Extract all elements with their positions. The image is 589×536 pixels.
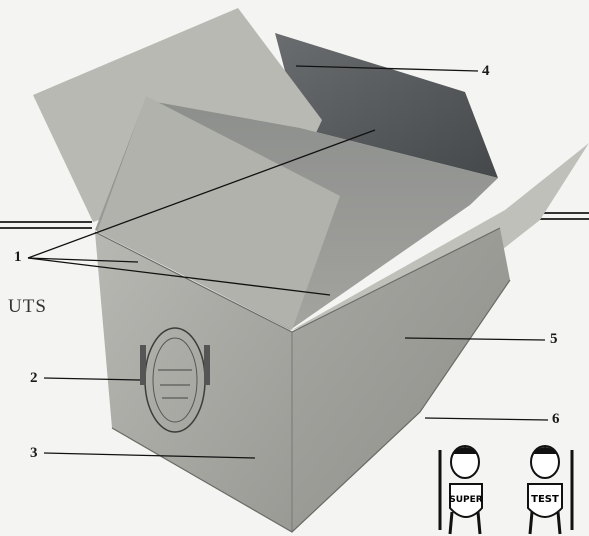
callout-3: 3 [30, 446, 38, 461]
left-double-rule [0, 222, 92, 228]
callout-2: 2 [30, 371, 38, 386]
test-knight-logo: TEST [510, 440, 580, 536]
callout-1: 1 [14, 250, 22, 265]
super-logo-word: SUPER [449, 495, 483, 505]
side-text-uts: UTS [8, 296, 47, 318]
test-logo-word: TEST [531, 494, 559, 505]
callout-4: 4 [482, 64, 490, 79]
callout-6: 6 [552, 412, 560, 427]
super-knight-logo: SUPER [432, 440, 502, 536]
callout-5: 5 [550, 332, 558, 347]
